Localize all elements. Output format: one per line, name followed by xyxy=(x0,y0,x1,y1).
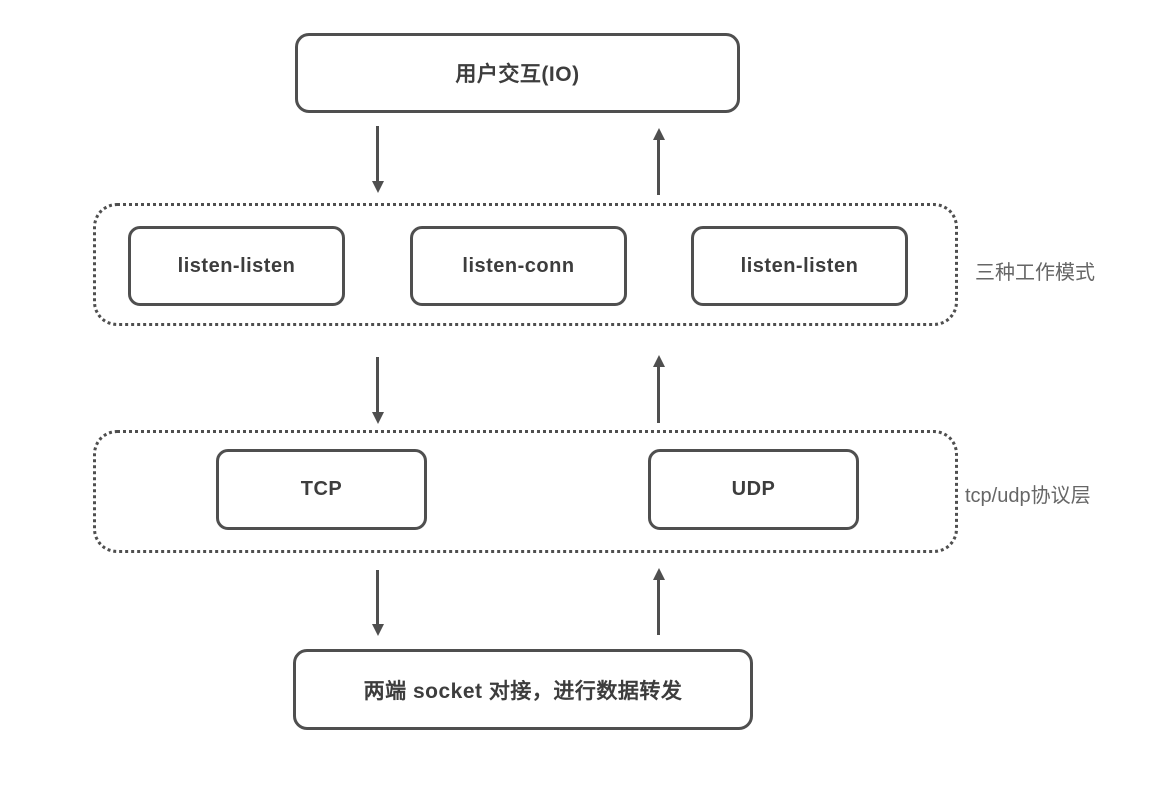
mode-node-listen-listen-2: listen-listen xyxy=(691,226,908,306)
mode-node-listen-listen-1: listen-listen xyxy=(128,226,345,306)
mode-layer-group xyxy=(93,203,958,326)
protocol-node-tcp: TCP xyxy=(216,449,427,530)
mode-node-listen-conn: listen-conn xyxy=(410,226,627,306)
protocol-node-udp: UDP xyxy=(648,449,859,530)
arrow-up-protocols-to-modes xyxy=(657,366,660,423)
protocol-layer-label: tcp/udp协议层 xyxy=(965,485,1091,507)
socket-bridge-node: 两端 socket 对接，进行数据转发 xyxy=(293,649,753,730)
arrow-up-socket-to-protocols xyxy=(657,579,660,635)
mode-layer-label: 三种工作模式 xyxy=(975,262,1095,284)
arrow-down-io-to-modes xyxy=(376,126,379,182)
arrow-up-modes-to-io xyxy=(657,139,660,195)
arrow-down-protocols-to-socket xyxy=(376,570,379,625)
arrow-down-modes-to-protocols xyxy=(376,357,379,413)
protocol-layer-group xyxy=(93,430,958,553)
user-io-node: 用户交互(IO) xyxy=(295,33,740,113)
